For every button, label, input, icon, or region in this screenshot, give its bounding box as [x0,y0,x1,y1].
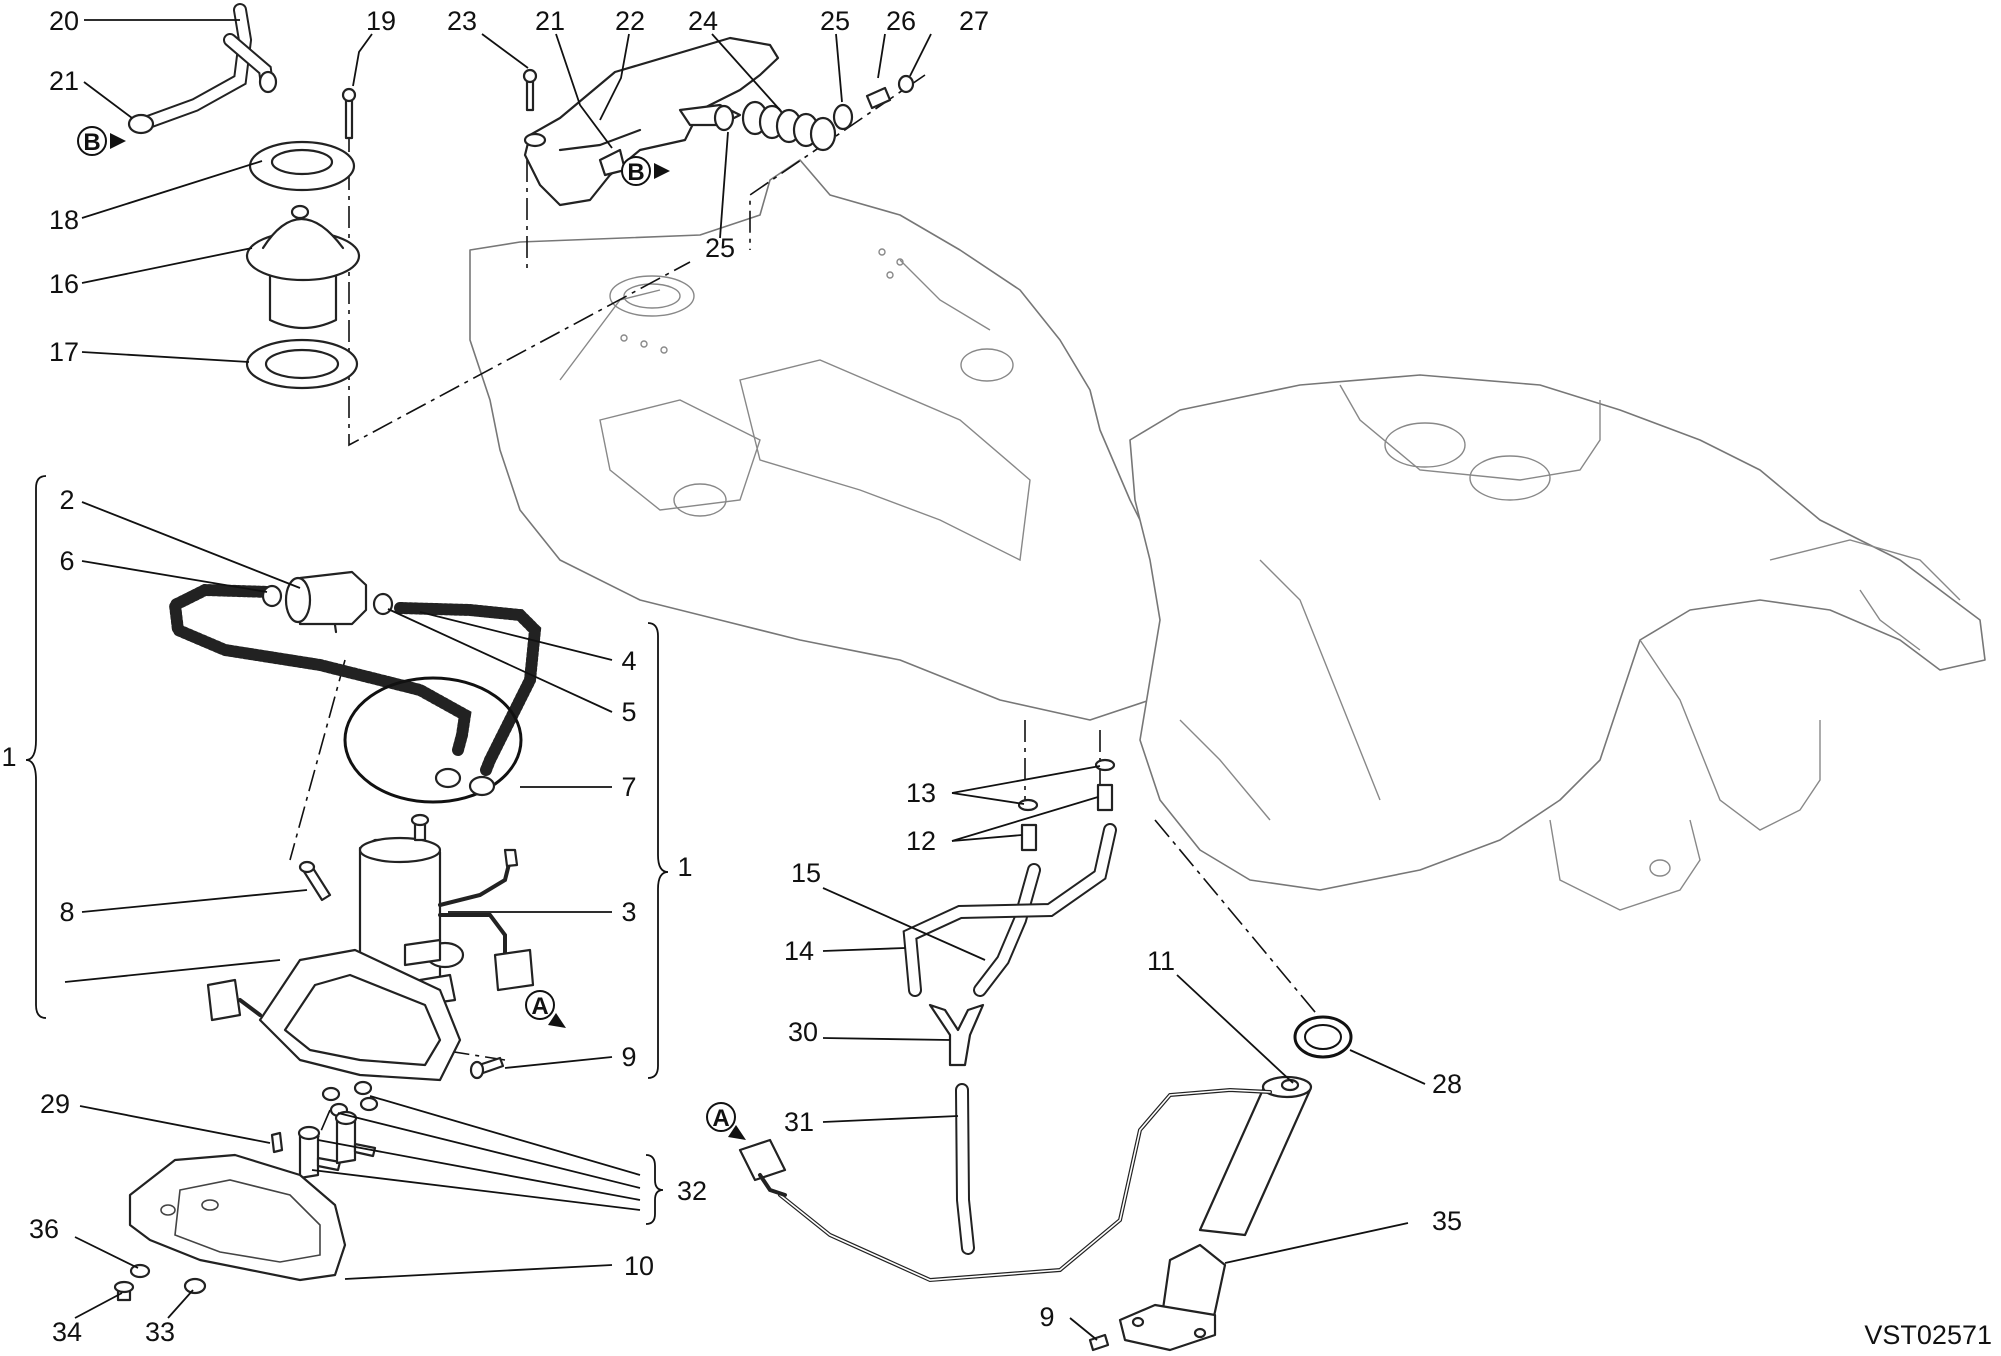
vent-bracket [523,36,780,207]
callout-1-right: 1 [677,852,692,882]
callout-labels: 20 21 19 18 16 17 23 21 22 24 25 26 27 2… [1,6,1462,1347]
brace-right [647,622,669,1079]
sealing-washer [897,74,915,94]
fuel-sender-group [127,3,361,390]
washer-33 [183,1277,207,1295]
o-ring-seal [343,676,523,804]
view-marker-a-cable: A [706,1102,746,1140]
drawing-reference-code: VST02571 [1864,1320,1992,1350]
filter-clamp-right [372,592,394,616]
fuel-pump-group [168,570,542,1082]
callout-1-left: 1 [1,742,16,772]
sensor-tube [1198,1083,1312,1237]
y-fitting [928,1003,985,1067]
callout-32: 32 [677,1176,707,1206]
hose-fitting [865,86,892,110]
vent-bracket-group [522,36,915,207]
washer-13b [1094,758,1116,772]
washer-upper-2 [353,1080,373,1096]
braided-return-hose [394,602,542,776]
callout-10: 10 [624,1251,654,1281]
washer-upper [321,1086,341,1102]
callout-3: 3 [621,897,636,927]
drain-hose-group [902,758,1117,1255]
bottom-cover-group [113,1080,379,1302]
callout-35: 35 [1432,1206,1462,1236]
view-marker-b-left: B [77,126,126,156]
clamp-upper [713,104,735,132]
callout-23: 23 [447,6,477,36]
callout-11: 11 [1147,946,1175,976]
callout-34: 34 [52,1317,82,1347]
sensor-connector [738,1138,787,1182]
callout-15: 15 [791,858,821,888]
callout-26: 26 [886,6,916,36]
clamp-right [832,103,854,131]
callout-36: 36 [29,1214,59,1244]
callout-31: 31 [784,1107,814,1137]
callout-29: 29 [40,1089,70,1119]
callout-8: 8 [59,897,74,927]
view-marker-b-center: B [621,156,670,186]
fuel-filter [298,570,368,626]
callout-4: 4 [621,646,636,676]
fuel-tank-body [469,159,1986,911]
svg-text:B: B [83,129,100,156]
callout-25-mid: 25 [705,233,735,263]
callout-27: 27 [959,6,989,36]
svg-text:A: A [531,993,548,1020]
callout-6: 6 [59,546,74,576]
fitting-12b [1096,783,1114,812]
callout-22: 22 [615,6,645,36]
callout-20: 20 [49,6,79,36]
callout-13: 13 [906,778,936,808]
callout-18: 18 [49,205,79,235]
svg-text:A: A [712,1105,729,1132]
callout-12: 12 [906,826,936,856]
fitting-12a [1020,823,1038,852]
callout-33: 33 [145,1317,175,1347]
washer-36 [129,1263,151,1279]
callout-19: 19 [366,6,396,36]
callout-16: 16 [49,269,79,299]
callout-5: 5 [621,697,636,727]
hose-clamp [127,113,155,135]
callout-24: 24 [688,6,718,36]
callout-14: 14 [784,936,814,966]
small-screw-29 [270,1131,284,1154]
callout-30: 30 [788,1017,818,1047]
callout-25-top: 25 [820,6,850,36]
callout-9-right: 9 [1039,1302,1054,1332]
leader-lines [64,19,1426,1341]
filter-clamp-left [261,584,283,608]
view-marker-a-pump: A [525,990,566,1028]
callout-21-center: 21 [535,6,565,36]
svg-text:B: B [627,159,644,186]
callout-9-left: 9 [621,1042,636,1072]
callout-17: 17 [49,337,79,367]
braided-fuel-hose [168,583,472,756]
bellows-hose [741,100,837,152]
callout-7: 7 [621,772,636,802]
sensor-gasket [1293,1015,1353,1059]
callout-28: 28 [1432,1069,1462,1099]
level-sensor-group [738,1015,1353,1352]
callout-21-left: 21 [49,66,79,96]
brace-left [25,475,47,1019]
brace-32 [645,1154,664,1225]
callout-2: 2 [59,485,74,515]
washer-13a [1017,798,1039,812]
